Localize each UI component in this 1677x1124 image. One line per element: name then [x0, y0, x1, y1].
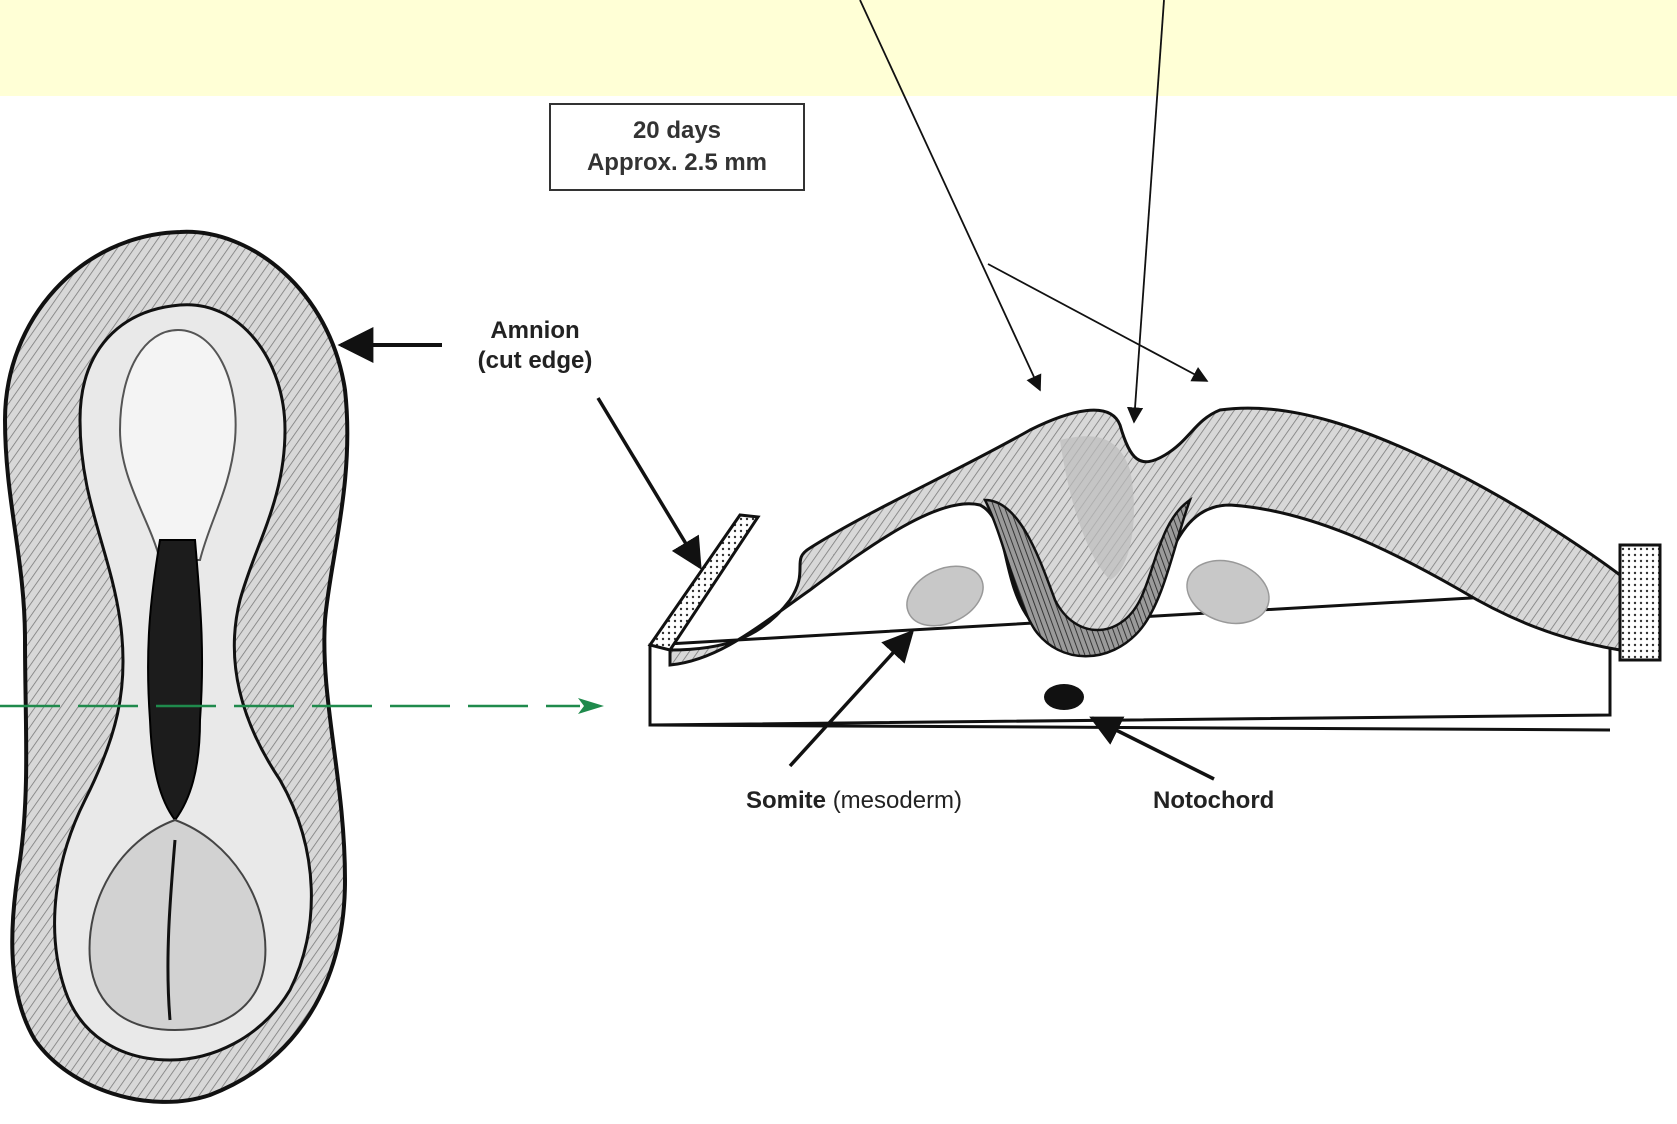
pointer-line-3 [988, 264, 1207, 381]
notochord [1044, 684, 1084, 710]
amnion-label-line2: (cut edge) [455, 346, 615, 376]
amnion-label: Amnion (cut edge) [455, 316, 615, 376]
left-cut-edge [650, 515, 758, 650]
section-line-arrowhead [578, 698, 604, 714]
somite-label-text: Somite [746, 787, 826, 814]
notochord-label: Notochord [1153, 786, 1274, 816]
somite-label: Somite (mesoderm) [746, 786, 962, 816]
age-size: Approx. 2.5 mm [587, 147, 767, 179]
age-info-box: 20 days Approx. 2.5 mm [549, 103, 805, 191]
amnion-label-line1: Amnion [455, 316, 615, 346]
pointer-line-2 [1134, 0, 1164, 422]
section-base-line [650, 725, 1610, 730]
embryo-dorsal-view [5, 232, 347, 1102]
amnion-arrow-section [598, 398, 700, 567]
neural-groove [148, 540, 202, 820]
somite-label-note: (mesoderm) [833, 787, 962, 814]
age-days: 20 days [633, 115, 721, 147]
right-cut-edge [1620, 545, 1660, 660]
pointer-line-1 [860, 0, 1040, 390]
notochord-label-text: Notochord [1153, 787, 1274, 814]
transverse-section [650, 408, 1660, 730]
